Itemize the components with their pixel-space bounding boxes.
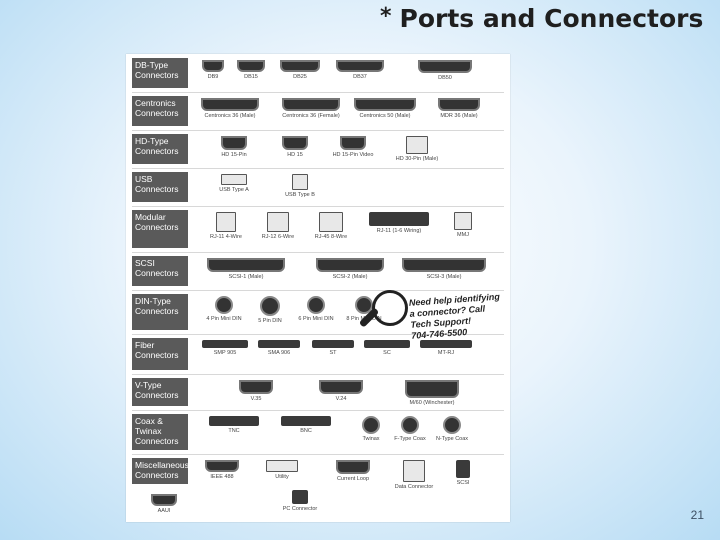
data-connector: Data Connector <box>392 460 436 490</box>
connector-chart: DB-Type Connectors DB9 DB15 DB25 DB37 DB… <box>126 54 510 522</box>
row-scsi: SCSI Connectors SCSI-1 (Male) SCSI-2 (Ma… <box>132 252 504 291</box>
hd15-video: HD 15-Pin Video <box>328 136 378 158</box>
row-v-type: V-Type Connectors V.35 V.24 M/60 (Winche… <box>132 374 504 411</box>
slide-title: * Ports and Connectors <box>380 4 703 44</box>
title-text: Ports and Connectors <box>399 4 704 33</box>
ieee488-connector: IEEE 488 <box>202 460 242 480</box>
bullet-star: * <box>380 4 392 29</box>
rj11-wiring: RJ-11 (1-6 Wiring) <box>364 212 434 234</box>
tech-support-callout: Need help identifying a connector? Call … <box>408 291 501 341</box>
row-label: SCSI Connectors <box>132 256 188 286</box>
row-label: DB-Type Connectors <box>132 58 188 88</box>
row-centronics: Centronics Connectors Centronics 36 (Mal… <box>132 92 504 131</box>
usb-type-b: USB Type B <box>280 174 320 198</box>
scsi2-male: SCSI-2 (Male) <box>310 258 390 280</box>
mdr36-male: MDR 36 (Male) <box>434 98 484 119</box>
row-modular: Modular Connectors RJ-11 4-Wire RJ-12 6-… <box>132 206 504 253</box>
mini-din-6pin: 6 Pin Mini DIN <box>296 296 336 322</box>
bnc-connector: BNC <box>276 416 336 434</box>
mini-din-4pin: 4 Pin Mini DIN <box>204 296 244 322</box>
fiber-mtrj: MT-RJ <box>418 340 474 356</box>
row-miscellaneous: Miscellaneous Connectors IEEE 488 Utilit… <box>132 454 504 520</box>
fiber-sc: SC <box>362 340 412 356</box>
magnifier-icon <box>372 290 408 326</box>
hd15-pin: HD 15-Pin <box>214 136 254 158</box>
v24-connector: V.24 <box>316 380 366 402</box>
fiber-st: ST <box>310 340 356 356</box>
row-hd-type: HD-Type Connectors HD 15-Pin HD 15 HD 15… <box>132 130 504 169</box>
twinax-connector: Twinax <box>356 416 386 442</box>
row-din-type: DIN-Type Connectors 4 Pin Mini DIN 5 Pin… <box>132 290 504 335</box>
scsi3-male: SCSI-3 (Male) <box>402 258 486 280</box>
page-number: 21 <box>690 508 704 522</box>
row-coax-twinax: Coax & Twinax Connectors TNC BNC Twinax … <box>132 410 504 455</box>
db50-connector: DB50 <box>418 60 472 81</box>
row-label: Fiber Connectors <box>132 338 188 370</box>
aaui-connector: AAUI <box>144 494 184 514</box>
rj11-4wire: RJ-11 4-Wire <box>204 212 248 240</box>
row-label: DIN-Type Connectors <box>132 294 188 330</box>
usb-type-a: USB Type A <box>214 174 254 193</box>
fiber-smp905: SMP 905 <box>200 340 250 356</box>
centronics50-male: Centronics 50 (Male) <box>354 98 416 119</box>
hd30-male: HD 30-Pin (Male) <box>392 136 442 162</box>
utility-connector: Utility <box>262 460 302 480</box>
db25-connector: DB25 <box>280 60 320 80</box>
din-5pin: 5 Pin DIN <box>252 296 288 324</box>
row-fiber: Fiber Connectors SMP 905 SMA 906 ST SC M… <box>132 334 504 375</box>
tnc-connector: TNC <box>204 416 264 434</box>
scsi1-male: SCSI-1 (Male) <box>206 258 286 280</box>
db9-connector: DB9 <box>202 60 224 80</box>
centronics36-female: Centronics 36 (Female) <box>280 98 342 119</box>
rj45-8wire: RJ-45 8-Wire <box>308 212 354 240</box>
db37-connector: DB37 <box>336 60 384 80</box>
f-type-coax: F-Type Coax <box>392 416 428 442</box>
centronics36-male: Centronics 36 (Male) <box>200 98 260 119</box>
row-label: V-Type Connectors <box>132 378 188 406</box>
fiber-sma906: SMA 906 <box>256 340 302 356</box>
row-label: Centronics Connectors <box>132 96 188 126</box>
db15-connector: DB15 <box>236 60 266 80</box>
row-label: Coax & Twinax Connectors <box>132 414 188 450</box>
n-type-coax: N-Type Coax <box>434 416 470 442</box>
row-label: Modular Connectors <box>132 210 188 248</box>
row-label: Miscellaneous Connectors <box>132 458 189 484</box>
row-label: USB Connectors <box>132 172 188 202</box>
row-usb: USB Connectors USB Type A USB Type B <box>132 168 504 207</box>
row-label: HD-Type Connectors <box>132 134 188 164</box>
hd15: HD 15 <box>280 136 310 158</box>
pc-connector: PC Connector <box>280 490 320 512</box>
mmj: MMJ <box>448 212 478 238</box>
v35-connector: V.35 <box>236 380 276 402</box>
current-loop-connector: Current Loop <box>328 460 378 482</box>
scsi-misc-connector: SCSI <box>448 460 478 486</box>
row-db-type: DB-Type Connectors DB9 DB15 DB25 DB37 DB… <box>132 54 504 93</box>
m60-connector: M/60 (Winchester) <box>392 380 472 406</box>
rj12-6wire: RJ-12 6-Wire <box>256 212 300 240</box>
